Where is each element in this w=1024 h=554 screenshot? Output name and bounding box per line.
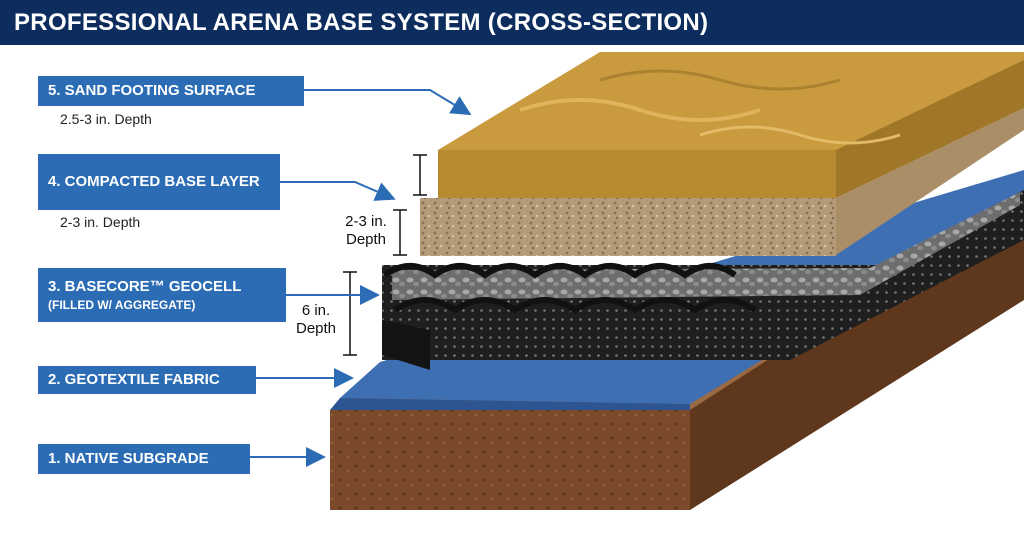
diagram-title: PROFESSIONAL ARENA BASE SYSTEM (CROSS-SE… <box>0 0 1024 45</box>
label-native-subgrade: 1. NATIVE SUBGRADE <box>38 444 250 474</box>
sand-footing-layer <box>438 52 1024 198</box>
depth-compacted-base: 2-3 in. Depth <box>60 214 141 230</box>
depth-sand-footing: 2.5-3 in. Depth <box>60 111 152 127</box>
label-geocell-subtext: (FILLED W/ AGGREGATE) <box>48 298 196 312</box>
label-geocell: 3. BASECORE™ GEOCELL (FILLED W/ AGGREGAT… <box>38 268 286 322</box>
dimension-geocell: 6 in. Depth <box>295 302 337 337</box>
label-geotextile-text: 2. GEOTEXTILE FABRIC <box>48 371 220 388</box>
label-geotextile: 2. GEOTEXTILE FABRIC <box>38 366 256 394</box>
label-sand-footing: 5. SAND FOOTING SURFACE <box>38 76 304 106</box>
label-compacted-base: 4. COMPACTED BASE LAYER <box>38 154 280 210</box>
geocell-layer <box>382 190 1024 370</box>
label-native-subgrade-text: 1. NATIVE SUBGRADE <box>48 450 209 467</box>
dimension-compacted-base: 2-3 in. Depth <box>345 213 387 248</box>
compacted-base-layer <box>420 108 1024 256</box>
label-geocell-text: 3. BASECORE™ GEOCELL <box>48 278 242 295</box>
callout-arrows <box>250 89 472 467</box>
dimension-markers <box>343 154 427 356</box>
label-sand-footing-text: 5. SAND FOOTING SURFACE <box>48 82 256 99</box>
label-compacted-base-text: 4. COMPACTED BASE LAYER <box>48 173 260 190</box>
